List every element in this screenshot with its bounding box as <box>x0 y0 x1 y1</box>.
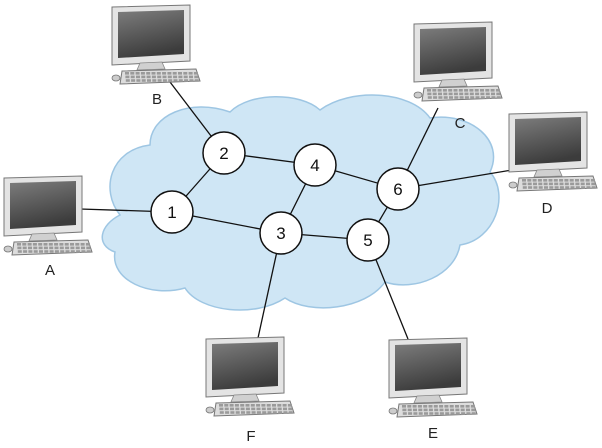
computer-icon <box>413 21 503 102</box>
router-circle <box>202 131 246 175</box>
router-node-6: 6 <box>376 167 420 211</box>
computer-icon <box>205 336 295 417</box>
router-label: 2 <box>219 144 228 163</box>
router-circle <box>150 190 194 234</box>
host-e: E <box>388 337 478 442</box>
host-f: F <box>205 336 295 445</box>
network-cloud <box>101 94 500 311</box>
host-label: E <box>428 425 438 442</box>
router-label: 3 <box>276 224 285 243</box>
router-circle <box>293 143 337 187</box>
host-label: D <box>542 200 553 217</box>
computer-icon <box>388 337 478 418</box>
router-node-4: 4 <box>293 143 337 187</box>
router-node-1: 1 <box>150 190 194 234</box>
router-label: 1 <box>167 203 176 222</box>
router-circle <box>376 167 420 211</box>
host-label: C <box>455 115 466 132</box>
computer-icon <box>3 175 93 256</box>
router-node-5: 5 <box>346 218 390 262</box>
host-b: B <box>111 4 201 108</box>
router-node-2: 2 <box>202 131 246 175</box>
router-circle <box>346 218 390 262</box>
host-d: D <box>508 111 598 217</box>
computer-icon <box>508 111 598 192</box>
host-label: B <box>152 91 162 108</box>
host-a: A <box>3 175 93 279</box>
host-label: F <box>246 428 255 443</box>
computer-icon <box>111 4 201 85</box>
host-label: A <box>45 262 55 279</box>
router-label: 6 <box>393 180 402 199</box>
router-circle <box>259 211 303 255</box>
router-label: 4 <box>310 156 319 175</box>
host-c: C <box>413 21 503 132</box>
router-node-3: 3 <box>259 211 303 255</box>
router-label: 5 <box>363 231 372 250</box>
